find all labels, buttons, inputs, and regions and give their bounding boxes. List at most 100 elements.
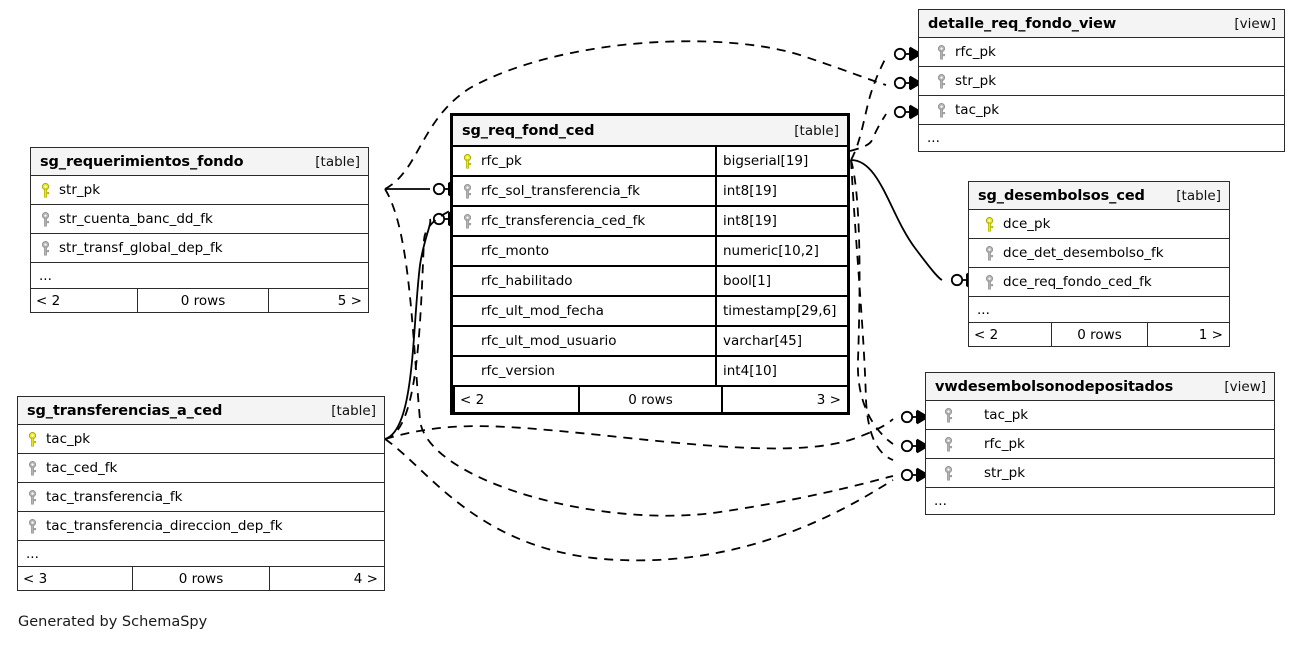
column-name-cell: rfc_transferencia_ced_fk	[453, 207, 715, 235]
column-label: tac_pk	[46, 431, 91, 447]
column-label: rfc_monto	[481, 243, 549, 259]
next-tables-button[interactable]: 1 >	[1147, 323, 1229, 346]
row-count-label: 0 rows	[1051, 323, 1147, 346]
foreign-key-icon	[463, 183, 472, 198]
entity-title: sg_transferencias_a_ced	[27, 402, 223, 419]
column-name-cell: rfc_ult_mod_usuario	[453, 327, 715, 355]
foreign-key-icon	[41, 211, 50, 226]
next-tables-button[interactable]: 5 >	[268, 289, 368, 312]
foreign-key-icon	[937, 73, 946, 88]
foreign-key-icon	[985, 274, 994, 289]
edge-reqfondced-to-desembolsos	[850, 159, 979, 288]
edge-reqfondced-to-detalleview-rfc	[850, 46, 922, 161]
column-label: rfc_pk	[955, 44, 996, 60]
column-row[interactable]: tac_transferencia_fk	[18, 483, 384, 512]
column-row[interactable]: dce_det_desembolso_fk	[969, 239, 1229, 268]
column-row[interactable]: rfc_pk	[919, 38, 1284, 67]
foreign-key-icon	[985, 245, 994, 260]
column-label: rfc_pk	[984, 436, 1025, 452]
entity-kind: [table]	[331, 402, 376, 419]
entity-sg-desembolsos-ced[interactable]: sg_desembolsos_ced [table] dce_pk	[968, 181, 1230, 347]
foreign-key-icon	[28, 518, 37, 533]
more-columns-indicator: ...	[31, 263, 368, 289]
column-row[interactable]: tac_transferencia_direccion_dep_fk	[18, 512, 384, 541]
column-row[interactable]: dce_req_fondo_ced_fk	[969, 268, 1229, 297]
column-label: str_pk	[984, 465, 1026, 481]
column-label: rfc_ult_mod_usuario	[481, 333, 617, 349]
column-label: tac_pk	[955, 102, 1000, 118]
column-label: rfc_sol_transferencia_fk	[481, 183, 640, 199]
column-row[interactable]: str_cuenta_banc_dd_fk	[31, 205, 368, 234]
entity-footer: < 2 0 rows 1 >	[969, 323, 1229, 346]
column-type: bool[1]	[715, 267, 847, 295]
column-label: tac_transferencia_fk	[46, 489, 183, 505]
primary-key-icon	[28, 431, 37, 446]
column-row[interactable]: str_pk	[31, 176, 368, 205]
column-row[interactable]: rfc_monto numeric[10,2]	[453, 237, 847, 267]
generated-by-label: Generated by SchemaSpy	[18, 614, 208, 630]
column-row[interactable]: rfc_sol_transferencia_fk int8[19]	[453, 177, 847, 207]
column-row[interactable]: rfc_pk bigserial[19]	[453, 147, 847, 177]
column-row[interactable]: str_transf_global_dep_fk	[31, 234, 368, 263]
prev-tables-button[interactable]: < 2	[36, 292, 61, 309]
foreign-key-icon	[937, 102, 946, 117]
entity-sg-transferencias-a-ced[interactable]: sg_transferencias_a_ced [table] tac_pk	[17, 396, 385, 591]
edge-transferencias-to-vwdesembolso-tac	[384, 409, 929, 450]
entity-detalle-req-fondo-view[interactable]: detalle_req_fondo_view [view] rfc_pk	[918, 9, 1285, 152]
row-count-label: 0 rows	[132, 567, 269, 590]
column-label: str_cuenta_banc_dd_fk	[59, 211, 213, 227]
entity-footer: < 3 0 rows 4 >	[18, 567, 384, 590]
column-row[interactable]: str_pk	[926, 459, 1274, 488]
row-count-label: 0 rows	[578, 387, 721, 412]
entity-sg-requerimientos-fondo[interactable]: sg_requerimientos_fondo [table] str_pk	[30, 147, 369, 313]
foreign-key-icon	[944, 407, 953, 422]
column-type: numeric[10,2]	[715, 237, 847, 265]
column-row[interactable]: str_pk	[919, 67, 1284, 96]
entity-sg-req-fond-ced[interactable]: sg_req_fond_ced [table] rfc_pk bigserial…	[450, 113, 850, 415]
column-row[interactable]: rfc_pk	[926, 430, 1274, 459]
column-row[interactable]: tac_ced_fk	[18, 454, 384, 483]
entity-title: sg_desembolsos_ced	[978, 187, 1145, 204]
entity-vwdesembolsonodepositados[interactable]: vwdesembolsonodepositados [view] tac_pk	[925, 372, 1275, 515]
column-row[interactable]: tac_pk	[18, 425, 384, 454]
foreign-key-icon	[937, 44, 946, 59]
column-type: int8[19]	[715, 207, 847, 235]
next-tables-button[interactable]: 4 >	[269, 567, 384, 590]
column-row[interactable]: tac_pk	[926, 401, 1274, 430]
column-row[interactable]: dce_pk	[969, 210, 1229, 239]
column-row[interactable]: tac_pk	[919, 96, 1284, 125]
column-name-cell: str_cuenta_banc_dd_fk	[31, 205, 368, 233]
column-label: dce_req_fondo_ced_fk	[1003, 274, 1152, 290]
column-row[interactable]: rfc_ult_mod_fecha timestamp[29,6]	[453, 297, 847, 327]
column-name-cell: tac_transferencia_direccion_dep_fk	[18, 512, 384, 540]
column-name-cell: str_pk	[919, 67, 1284, 95]
entity-kind: [table]	[794, 122, 839, 139]
foreign-key-icon	[28, 460, 37, 475]
column-type: timestamp[29,6]	[715, 297, 847, 325]
prev-tables-button[interactable]: < 2	[974, 326, 999, 343]
column-label: tac_transferencia_direccion_dep_fk	[46, 518, 283, 534]
column-name-cell: str_transf_global_dep_fk	[31, 234, 368, 262]
column-row[interactable]: rfc_habilitado bool[1]	[453, 267, 847, 297]
column-row[interactable]: rfc_transferencia_ced_fk int8[19]	[453, 207, 847, 237]
entity-header: vwdesembolsonodepositados [view]	[926, 373, 1274, 401]
prev-tables-button[interactable]: < 2	[453, 387, 578, 412]
column-name-cell: tac_pk	[926, 401, 1274, 429]
column-name-cell: tac_transferencia_fk	[18, 483, 384, 511]
next-tables-button[interactable]: 3 >	[721, 387, 847, 412]
column-row[interactable]: rfc_version int4[10]	[453, 357, 847, 387]
edge-reqfondo-to-reqfondced	[385, 181, 461, 197]
column-type: int8[19]	[715, 177, 847, 205]
column-name-cell: rfc_monto	[453, 237, 715, 265]
column-name-cell: rfc_pk	[919, 38, 1284, 66]
entity-kind: [view]	[1234, 15, 1276, 32]
column-name-cell: dce_req_fondo_ced_fk	[969, 268, 1229, 296]
prev-tables-button[interactable]: < 3	[23, 570, 48, 587]
more-columns-indicator: ...	[969, 297, 1229, 323]
column-name-cell: dce_pk	[969, 210, 1229, 238]
column-row[interactable]: rfc_ult_mod_usuario varchar[45]	[453, 327, 847, 357]
entity-header: detalle_req_fondo_view [view]	[919, 10, 1284, 38]
edge-reqfondced-crossover	[850, 159, 894, 461]
column-name-cell: tac_pk	[919, 96, 1284, 124]
